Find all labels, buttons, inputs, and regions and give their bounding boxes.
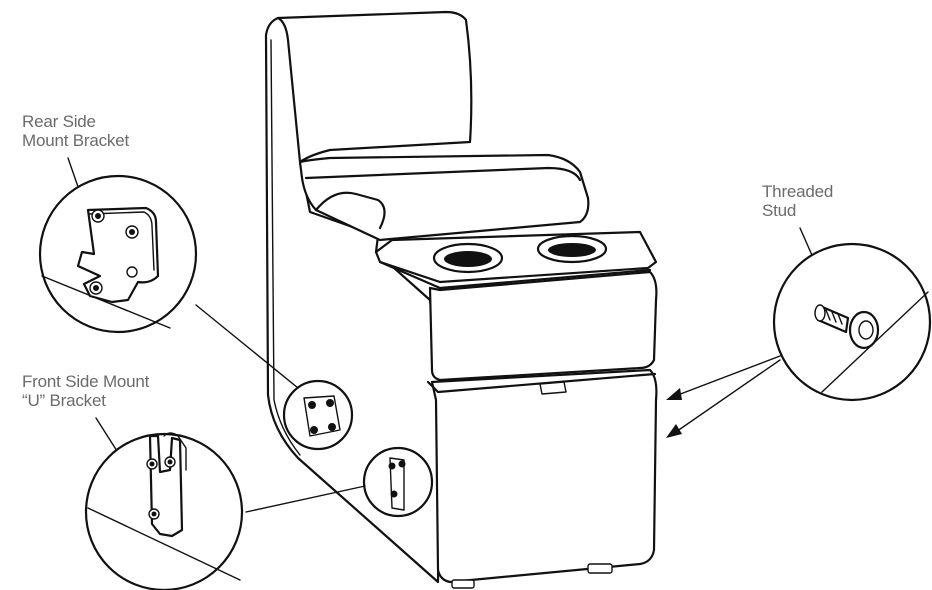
console-unit: [266, 12, 656, 588]
rear-bracket-label: Rear Side Mount Bracket: [22, 112, 129, 150]
cup-holder-right-inner: [548, 243, 596, 257]
stud-arrows: [666, 356, 780, 438]
front-bracket-label: Front Side Mount “U” Bracket: [22, 372, 149, 410]
rear-bracket-detail: [40, 176, 196, 332]
rear-bracket-label-line2: Mount Bracket: [22, 131, 129, 150]
upper-panel: [430, 272, 656, 380]
cup-holder-left-inner: [444, 251, 492, 267]
front-bracket-detail: [86, 433, 242, 590]
foot-front: [452, 580, 474, 588]
rear-bracket-label-line1: Rear Side: [22, 112, 129, 131]
drawer: [432, 370, 656, 582]
front-bracket-label-line1: Front Side Mount: [22, 372, 149, 391]
threaded-stud-label-line1: Threaded: [762, 182, 833, 201]
rear-bracket-marker: [284, 381, 352, 449]
threaded-stud-detail: [774, 244, 930, 400]
threaded-stud-label: Threaded Stud: [762, 182, 833, 220]
front-bracket-label-line2: “U” Bracket: [22, 391, 149, 410]
threaded-stud-label-line2: Stud: [762, 201, 833, 220]
drawer-handle: [540, 382, 566, 394]
front-bracket-marker: [364, 448, 432, 516]
foot-right: [588, 564, 612, 573]
